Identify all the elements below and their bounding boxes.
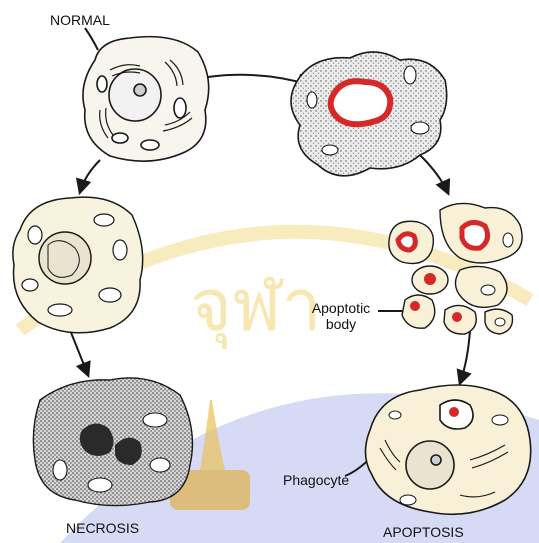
label-phagocyte: Phagocyte — [283, 472, 349, 488]
normal-cell — [83, 37, 209, 162]
label-apoptotic-body: Apoptotic body — [304, 300, 378, 332]
pointer-normal — [85, 28, 98, 50]
arrow-normal-to-swollen — [80, 160, 100, 192]
swollen-cell — [13, 197, 143, 333]
necrosis-cell — [33, 378, 192, 506]
label-apoptotic-body-line2: body — [304, 316, 378, 332]
arrow-shrunken-to-fragmented — [420, 155, 448, 193]
arrow-fragmented-to-phagocyte — [460, 330, 470, 383]
label-apoptosis: APOPTOSIS — [383, 524, 464, 540]
label-apoptotic-body-line1: Apoptotic — [304, 300, 378, 316]
label-necrosis: NECROSIS — [66, 520, 139, 536]
label-normal: NORMAL — [50, 12, 110, 28]
arrow-normal-to-apoptosis — [208, 75, 310, 85]
arrow-swollen-to-necrosis — [70, 330, 88, 375]
watermark-text: จุฬา — [190, 263, 322, 349]
phagocyte-cell — [365, 385, 530, 514]
